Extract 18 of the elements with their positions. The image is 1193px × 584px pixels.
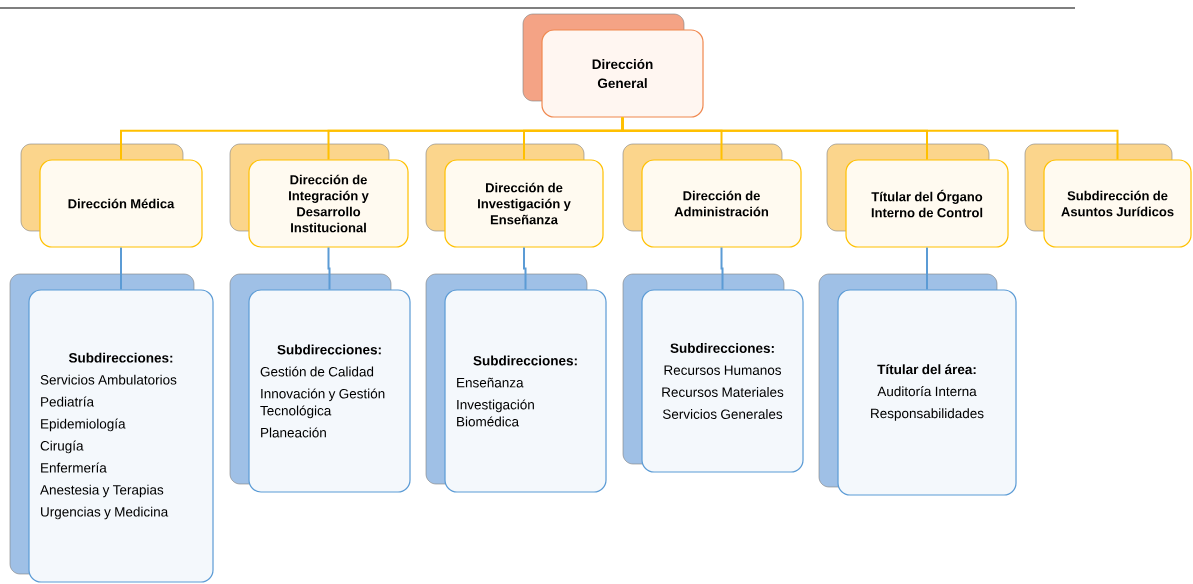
connector-line [327,246,331,291]
org-box: Dirección de Investigación y Enseñanza [425,143,604,248]
org-box: Dirección Médica [20,143,203,248]
connector-line [120,246,122,291]
org-box: Subdirecciones: Gestión de Calidad Innovación y Gestión Tecnológica Planeación [229,273,411,493]
org-box: Subdirecciones: Recursos Humanos Recursos Materiales Servicios Generales [622,273,804,473]
org-box: Subdirecciones: Servicios Ambulatorios Pediatría Epidemiología Cirugía Enfermería Anestesia y Terapias Urgencias y Medicina [9,273,214,583]
connector-line [926,246,928,291]
org-box: Dirección de Integración y Desarrollo Institucional [229,143,409,248]
org-box: Títular del área: Auditoría Interna Responsabilidades [818,273,1017,496]
org-box: Subdirección de Asuntos Jurídicos [1024,143,1192,248]
org-box: Dirección General [522,13,704,118]
connector-line [523,246,527,291]
connector-line [720,246,724,291]
org-box: Dirección de Administración [622,143,802,248]
connector-line [621,116,1119,161]
org-box: Subdirecciones: Enseñanza Investigación Biomédica [425,273,607,493]
org-box: Títular del Órgano Interno de Control [826,143,1009,248]
